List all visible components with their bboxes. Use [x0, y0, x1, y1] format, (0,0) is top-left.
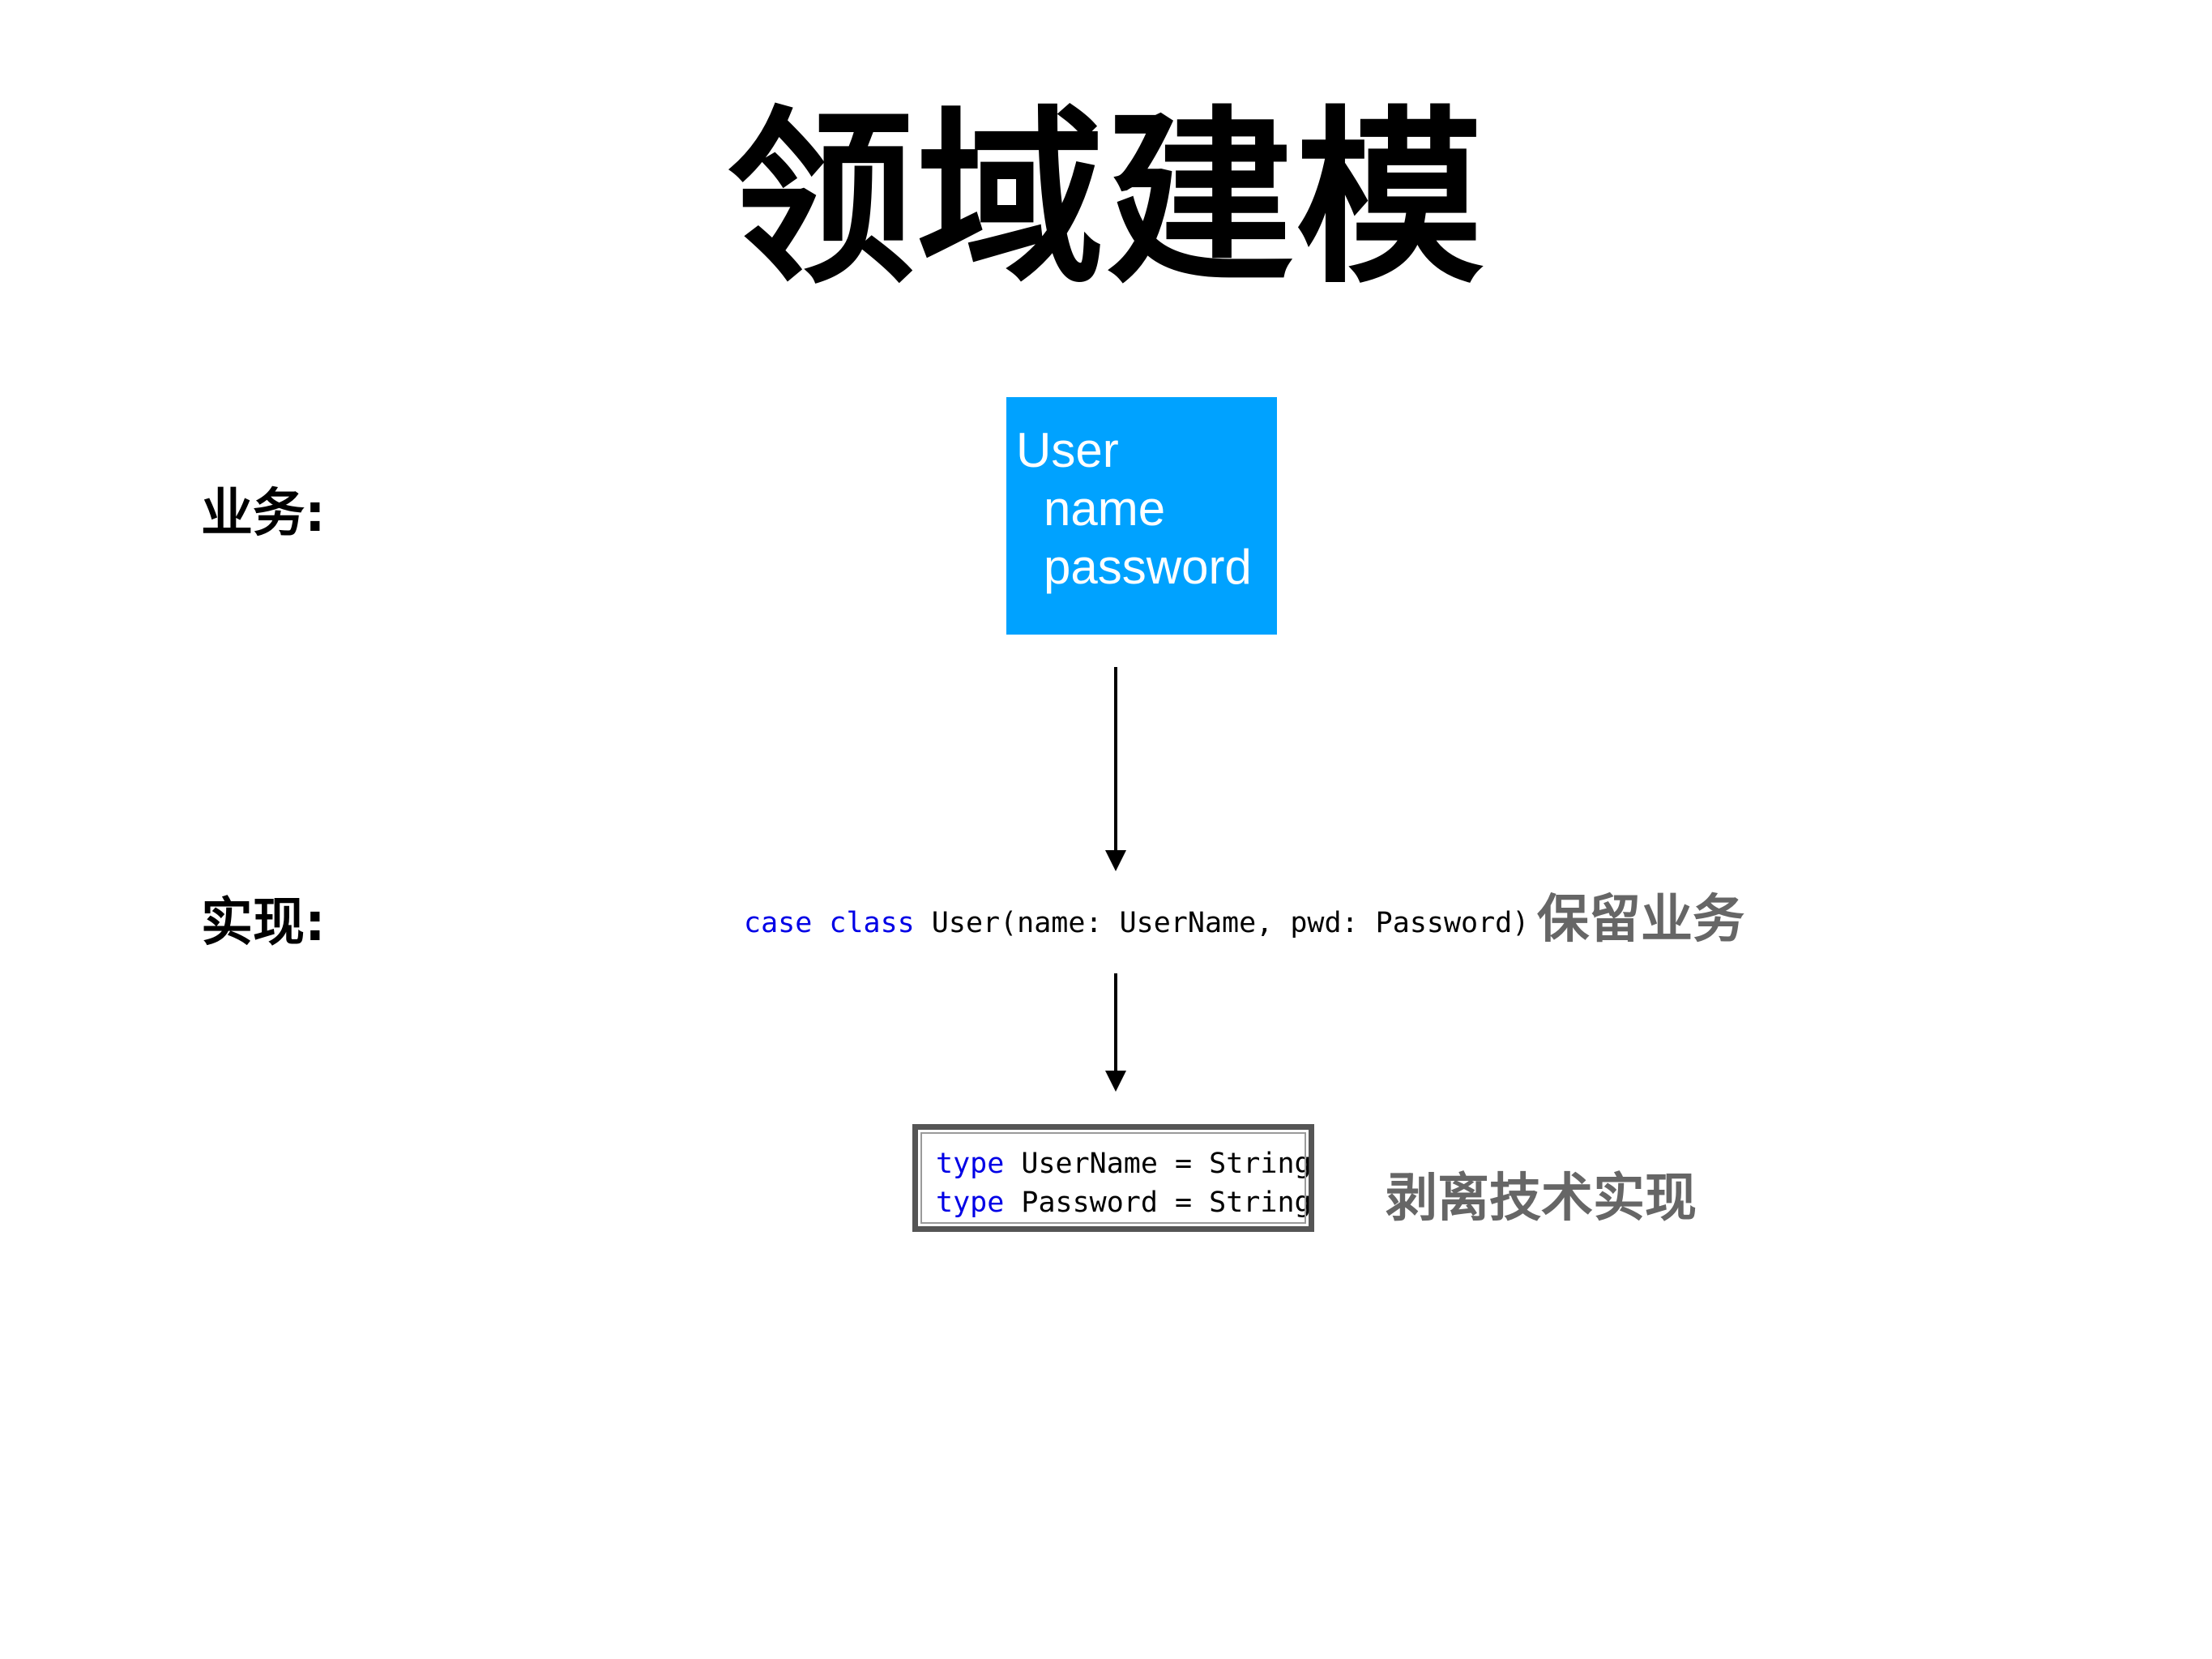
keyword-type: type [936, 1148, 1005, 1180]
keyword-class: class [829, 907, 915, 939]
business-label: 业务: [201, 484, 326, 544]
type-alias-line: type Password = String [936, 1183, 1312, 1222]
down-arrow-to-type-aliases [1100, 973, 1132, 1092]
user-entity-box: User name password [1006, 397, 1277, 635]
slide-title: 领域建模 [726, 90, 1485, 309]
type-alias-box: type UserName = String type Password = S… [912, 1124, 1314, 1232]
entity-field-name: name [1044, 481, 1166, 536]
keep-business-note: 保留业务 [1537, 890, 1744, 950]
implementation-label: 实现: [201, 893, 326, 953]
keyword-case: case [744, 907, 813, 939]
case-class-signature: User(name: UserName, pwd: Password) [914, 907, 1530, 939]
type-alias-definition: UserName = String [1004, 1148, 1312, 1180]
down-arrow-to-case-class [1100, 667, 1132, 871]
type-alias-definition: Password = String [1004, 1187, 1312, 1219]
arrow-head [1105, 850, 1126, 871]
arrow-head [1105, 1071, 1126, 1092]
arrow-shaft [1114, 973, 1117, 1072]
keyword-type: type [936, 1187, 1005, 1219]
arrow-shaft [1114, 667, 1117, 852]
type-alias-line: type UserName = String [936, 1144, 1312, 1183]
entity-name: User [1016, 423, 1119, 477]
case-class-code: case class User(name: UserName, pwd: Pas… [744, 904, 1529, 943]
entity-field-password: password [1044, 540, 1252, 594]
strip-tech-note: 剥离技术实现 [1386, 1169, 1697, 1229]
